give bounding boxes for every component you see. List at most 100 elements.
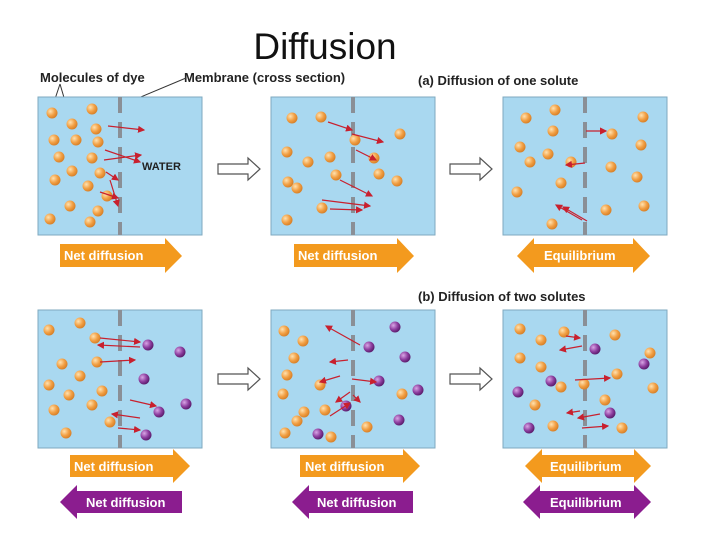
orange-solute-molecule [396,388,408,400]
orange-solute-molecule [291,415,303,427]
orange-solute-molecule [524,156,536,168]
orange-solute-molecule [291,182,303,194]
motion-arrow [561,206,588,222]
motion-arrow [352,394,361,403]
orange-solute-molecule [361,421,373,433]
purple-solute-molecule [140,429,152,441]
orange-solute-molecule [96,385,108,397]
orange-solute-molecule [288,352,300,364]
motion-arrow [335,391,351,403]
orange-solute-molecule [631,171,643,183]
equilibrium-arrow-a3: Equilibrium [517,238,650,273]
motion-arrow [565,333,582,341]
motion-arrow [329,206,364,214]
panel-a2 [270,96,436,236]
orange-solute-molecule [297,335,309,347]
motion-arrow [99,191,120,200]
motion-arrow [324,325,361,346]
motion-arrow [355,149,378,161]
orange-solute-molecule [511,186,523,198]
motion-arrow [129,399,158,409]
orange-solute-molecule [64,200,76,212]
orange-solute-molecule [529,399,541,411]
orange-solute-molecule [316,202,328,214]
purple-solute-molecule [604,407,616,419]
orange-solute-molecule [324,151,336,163]
orange-solute-molecule [92,205,104,217]
orange-solute-molecule [278,325,290,337]
motion-arrow [328,357,349,365]
orange-solute-molecule [89,332,101,344]
net-diffusion-arrow-b2-orange: Net diffusion [300,449,420,483]
purple-solute-molecule [512,386,524,398]
orange-solute-molecule [616,422,628,434]
net-diffusion-arrow-b1-purple: Net diffusion [60,485,182,519]
orange-solute-molecule [104,416,116,428]
step-arrow-icon [217,156,493,392]
orange-solute-molecule [368,152,380,164]
orange-solute-molecule [546,218,558,230]
water-label: WATER [142,161,181,173]
orange-solute-molecule [90,123,102,135]
orange-solute-molecule [63,389,75,401]
orange-solute-molecule [74,317,86,329]
orange-solute-molecule [281,146,293,158]
orange-solute-molecule [48,404,60,416]
motion-arrow [321,199,372,209]
membrane-label: Membrane (cross section) [184,70,346,85]
orange-solute-molecule [373,168,385,180]
orange-solute-molecule [605,161,617,173]
orange-solute-molecule [319,404,331,416]
motion-arrow [339,179,374,197]
orange-solute-molecule [82,180,94,192]
orange-solute-molecule [542,148,554,160]
orange-solute-molecule [599,394,611,406]
orange-solute-molecule [281,214,293,226]
net-diffusion-arrow-b1-orange: Net diffusion [70,449,190,483]
motion-arrow [99,337,142,345]
motion-arrow [96,341,141,349]
orange-solute-molecule [647,382,659,394]
orange-solute-molecule [514,352,526,364]
orange-solute-molecule [637,111,649,123]
orange-solute-molecule [635,139,647,151]
equilibrium-arrow-b3-purple: Equilibrium [523,485,651,519]
page-title: Diffusion [253,26,397,67]
orange-solute-molecule [277,388,289,400]
orange-solute-molecule [298,406,310,418]
molecules [43,103,659,443]
orange-solute-molecule [46,107,58,119]
orange-solute-molecule [281,369,293,381]
orange-solute-molecule [330,169,342,181]
motion-arrow [581,422,610,431]
orange-solute-molecule [84,216,96,228]
part-b-label: (b) Diffusion of two solutes [418,289,586,304]
purple-solute-molecule [363,341,375,353]
orange-solute-molecule [279,427,291,439]
orange-solute-molecule [565,156,577,168]
orange-solute-molecule [514,323,526,335]
purple-solute-molecule [180,398,192,410]
orange-solute-molecule [86,152,98,164]
orange-solute-molecule [611,368,623,380]
orange-solute-molecule [92,136,104,148]
orange-solute-molecule [86,103,98,115]
orange-solute-molecule [48,134,60,146]
orange-solute-molecule [600,204,612,216]
orange-solute-molecule [609,329,621,341]
motion-arrow [329,402,352,417]
part-a-label: (a) Diffusion of one solute [418,73,579,88]
svg-text:Equilibrium: Equilibrium [550,459,622,474]
orange-solute-molecule [86,399,98,411]
orange-solute-molecule [535,334,547,346]
orange-solute-molecule [520,112,532,124]
orange-solute-molecule [606,128,618,140]
orange-solute-molecule [60,427,72,439]
orange-solute-molecule [282,176,294,188]
orange-solute-molecule [555,381,567,393]
purple-solute-molecule [142,339,154,351]
orange-solute-molecule [286,112,298,124]
net-diffusion-arrow-b2-purple: Net diffusion [292,485,413,519]
orange-solute-molecule [66,165,78,177]
